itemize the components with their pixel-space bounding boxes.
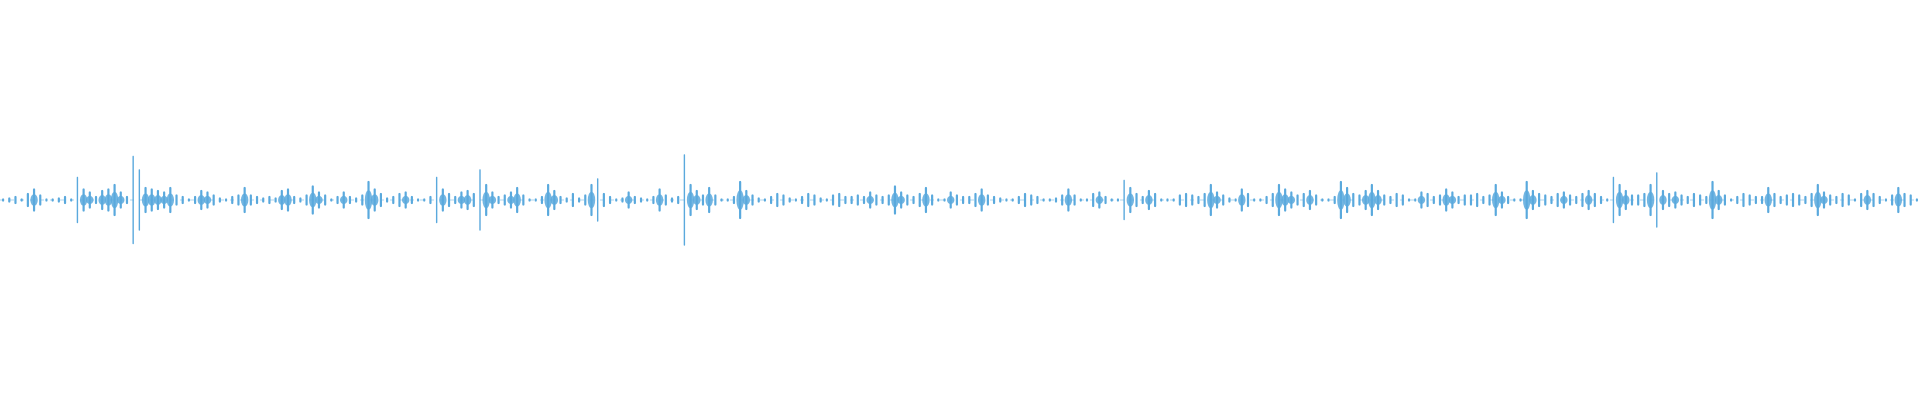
waveform-envelope [278,195,286,205]
waveform-envelope [587,191,596,209]
waveform-envelope [866,195,874,205]
waveform-envelope [1281,194,1289,206]
waveform-envelope [1238,194,1246,206]
waveform-envelope [1814,191,1822,209]
waveform-envelope [401,195,410,205]
waveform-envelope [1368,191,1376,209]
waveform-envelope [1646,191,1655,209]
waveform-envelope [370,194,379,206]
waveform-envelope [1337,190,1345,210]
waveform-envelope [160,195,168,205]
waveform-envelope [1448,195,1457,205]
waveform-envelope [624,195,633,205]
waveform-envelope [1863,195,1872,205]
waveform-envelope [197,195,206,205]
waveform-envelope [309,192,317,208]
waveform-envelope [1442,194,1450,206]
waveform-envelope [946,195,955,205]
waveform-envelope [98,195,106,205]
waveform-envelope [1287,195,1296,205]
waveform-envelope [1374,195,1382,205]
waveform-envelope [686,191,695,209]
waveform-envelope [1708,190,1717,210]
waveform-envelope [742,195,751,205]
waveform-envelope [1529,195,1537,205]
waveform-envelope [141,193,150,207]
waveform-envelope [655,194,664,206]
waveform-envelope [1671,195,1680,205]
waveform-envelope [1361,195,1370,205]
waveform-envelope [203,195,212,205]
waveform-envelope [117,195,125,205]
waveform-envelope [110,191,119,209]
waveform-envelope [705,193,713,207]
waveform-envelope [693,195,701,205]
waveform-envelope [1622,195,1630,205]
waveform-envelope [1207,191,1215,209]
waveform-envelope [1615,191,1624,209]
waveform-envelope [30,194,38,206]
waveform-envelope [104,194,113,206]
waveform-envelope [240,193,249,207]
waveform-envelope [1095,195,1104,205]
waveform-envelope [1820,195,1828,205]
waveform-envelope [340,195,348,205]
waveform-envelope [922,193,930,207]
waveform-envelope [439,194,447,206]
waveform-envelope [148,194,156,206]
waveform-envelope [1714,195,1723,205]
waveform-envelope [507,195,515,205]
waveform-envelope [550,195,559,205]
waveform-envelope [315,195,323,205]
waveform-envelope [544,191,552,209]
waveform-bars [1,154,1919,246]
waveform-envelope [1417,195,1426,205]
waveform-envelope [364,190,373,210]
waveform-envelope [1560,195,1568,205]
waveform-envelope [891,192,899,208]
waveform-envelope [1213,195,1221,205]
waveform-envelope [1064,194,1073,206]
waveform-envelope [1894,193,1903,207]
waveform-envelope [977,194,986,206]
waveform-envelope [1145,195,1153,205]
waveform-envelope [1522,190,1531,210]
waveform-envelope [1659,195,1667,205]
waveform-envelope [154,195,162,205]
waveform-envelope [736,190,744,210]
waveform-envelope [1126,193,1135,207]
waveform-envelope [1584,195,1593,205]
waveform-envelope [1492,191,1500,209]
waveform-envelope [79,194,88,206]
waveform-envelope [284,194,292,206]
waveform-envelope [1306,195,1314,205]
waveform-envelope [897,195,905,205]
waveform-envelope [86,195,94,205]
waveform-envelope [1275,191,1283,209]
waveform-envelope [1498,195,1506,205]
waveform-envelope [513,193,521,207]
waveform-envelope [457,195,466,205]
waveform-envelope [488,195,497,205]
waveform-envelope [463,195,472,205]
waveform-envelope [166,193,175,207]
waveform-envelope [482,191,490,209]
waveform-envelope [1764,193,1772,207]
waveform-envelope [1343,193,1351,207]
